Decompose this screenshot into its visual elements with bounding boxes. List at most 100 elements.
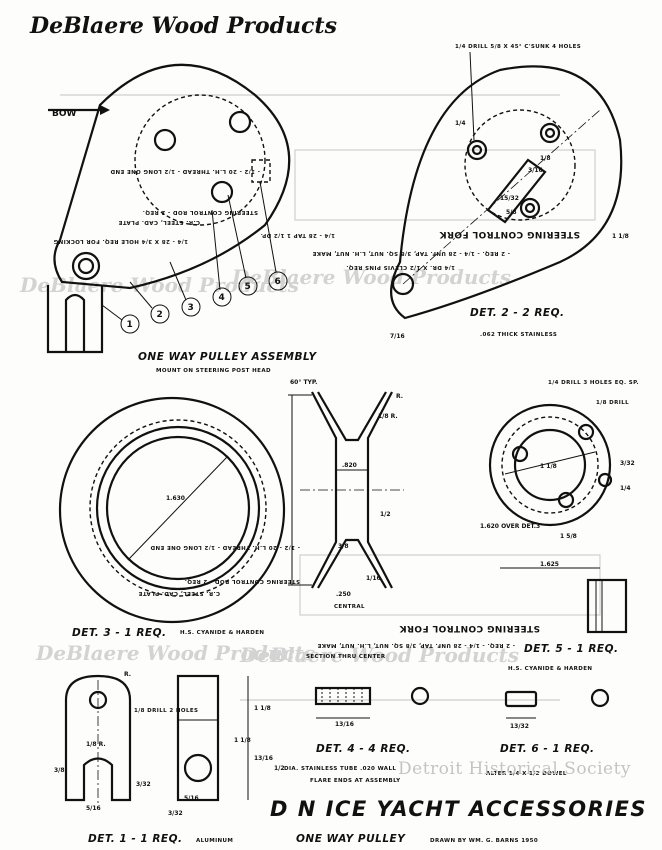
det4-note-2: FLARE ENDS AT ASSEMBLY [310, 778, 401, 784]
det5-drill2: 1/8 DRILL [596, 400, 629, 406]
det3-view: 1.630 STEERING CONTROL ROD - 2 REQ. C.R.… [58, 396, 300, 639]
main-title: D N ICE YACHT ACCESSORIES [270, 797, 647, 821]
section-label: SECTION THRU CENTER [306, 654, 386, 660]
section-overprint-2: - 2 REQ. - 1/4 - 28 UNF. TAP, 3/8 SQ. NU… [317, 642, 515, 648]
det4-dia: 1/2 [274, 765, 285, 772]
det1-dim-1316: 13/16 [254, 755, 273, 762]
det5-inner [513, 428, 587, 502]
section-bottom-v [317, 538, 387, 589]
det5-hole-1 [511, 445, 529, 463]
det6-dowel [504, 690, 538, 708]
det1-drill-note: 1/8 DRILL 2 HOLES [134, 708, 198, 714]
drawn-by: DRAWN BY WM. G. BARNS 1950 [430, 838, 538, 844]
callout-leader-1 [101, 304, 123, 321]
det2-centerline [402, 109, 601, 285]
det2-dim-6: 7/16 [390, 333, 405, 340]
det5-finish: H.S. CYANIDE & HARDEN [508, 666, 592, 672]
det6-length: 13/32 [510, 723, 529, 730]
watermark: Detroit Historical Society [398, 759, 631, 779]
section-central: CENTRAL [334, 604, 365, 610]
det1-material: ALUMINUM [196, 838, 233, 844]
det1-side-hole [183, 753, 213, 783]
det6-title: DET. 6 - 1 REQ. [500, 743, 595, 755]
assembly-overprint-2: C.R. STEEL, CAD. PLATE [118, 219, 200, 225]
assembly-hole-2 [228, 110, 252, 134]
section-angle: 60° TYP. [290, 379, 317, 386]
det4-tube-hatch [321, 688, 363, 704]
det4-tube [314, 686, 372, 706]
det4-length: 13/16 [335, 721, 354, 728]
det6-view: 13/32 DET. 6 - 1 REQ. ALTER 1/4 X 1/2 DO… [486, 688, 610, 777]
assembly-overprint-4: 1/4 - 28 X 3/4 HOLE REQ. FOR LOCKING [53, 238, 188, 244]
det1-title: DET. 1 - 1 REQ. [88, 833, 183, 845]
section-dim-38: 3/8 [338, 543, 349, 550]
assembly-pulley-dashed [134, 94, 266, 226]
det3-groove-circle [95, 425, 261, 591]
callout-1: 1 [120, 314, 140, 334]
det5-title: DET. 5 - 1 REQ. [524, 643, 619, 655]
det2-hole-1-cs [471, 144, 483, 156]
det5-hole-3 [557, 491, 575, 509]
section-dim-r8: 1/8 R. [378, 413, 398, 420]
svg-text:5: 5 [245, 282, 251, 292]
det2-title: DET. 2 - 2 REQ. [470, 307, 565, 319]
bow-label: BOW [52, 109, 77, 119]
ghost-brand-3: DeBlaere Wood Products [35, 641, 315, 665]
ghost-brand-2: DeBlaere Wood Products [231, 265, 511, 289]
assembly-overprint-3: - 1/2 - 20 L.H. THREAD - 1/2 LONG ONE EN… [110, 168, 260, 174]
det4-end-view [410, 686, 430, 706]
det1-dim-516: 5/16 [86, 805, 101, 812]
svg-text:4: 4 [219, 293, 225, 303]
det3-hidden-circle [89, 419, 267, 597]
det3-outer-circle [58, 396, 286, 624]
det3-section: 60° TYP. .820 R. 1/8 R. 1/2 3/8 1/16 .25… [288, 379, 540, 660]
svg-text:6: 6 [275, 277, 281, 287]
assembly-overprint-1: STEERING CONTROL ROD - 2 REQ. [142, 209, 258, 215]
det1-dim-332: 3/32 [168, 810, 183, 817]
det2-drill-leader [469, 51, 475, 141]
assembly-subtitle: MOUNT ON STEERING POST HEAD [156, 368, 271, 374]
assembly-hole-3 [210, 180, 234, 204]
brand-title: DeBlaere Wood Products [29, 13, 337, 39]
det3-finish: H.S. CYANIDE & HARDEN [180, 630, 264, 636]
assembly-clevis [46, 285, 104, 354]
callout-leader-5 [227, 194, 247, 279]
det2-plate-outline [390, 65, 623, 320]
det4-note-1: DIA. STAINLESS TUBE .020 WALL [284, 766, 396, 772]
det2-view: 1/4 DRILL 5/8 X 45° C'SUNK 4 HOLES 1/8 3… [260, 44, 628, 340]
assembly-plate-outline [53, 63, 291, 290]
assembly-pawl [251, 159, 271, 183]
svg-text:1: 1 [127, 320, 133, 330]
det1-dim-516b: 5/16 [184, 795, 199, 802]
det1-dim-118: 1 1/8 [254, 705, 271, 712]
det5-hole-small [597, 472, 613, 488]
det5-dim-2: 1 5/8 [560, 533, 577, 540]
section-dim-16: 1/16 [366, 575, 381, 582]
det2-dim-7: 1/4 [455, 120, 466, 127]
det1-dim-r: R. [124, 671, 131, 678]
det3-diameter: 1.630 [166, 495, 185, 502]
det2-pivot-hole [391, 272, 415, 296]
det2-overprint-pins: 1/4 DR. X 1/2 CLEVIS PINS REQ. [346, 264, 455, 270]
det3-title: DET. 3 - 1 REQ. [72, 627, 167, 639]
svg-text:2: 2 [157, 310, 163, 320]
callout-4: 4 [212, 287, 232, 307]
det2-overprint-fork: - 2 REQ. - 1/4 - 28 UNF. TAP, 3/8 SQ. NU… [312, 250, 510, 256]
det5-diameter-line [504, 451, 596, 475]
det2-dim-5: 1 1/8 [612, 233, 629, 240]
callout-leader-3 [169, 261, 187, 301]
det5-dim-1: 1 1/8 [540, 463, 557, 470]
det1-dim-332b: 3/32 [136, 781, 151, 788]
pulley-assembly-view: BOW 1 2 3 4 5 6 STEERING CONTROL ROD - 2… [46, 63, 317, 374]
det3-overprint-1: STEERING CONTROL ROD - 2 REQ. [184, 578, 300, 584]
det2-dashed-circle [464, 109, 576, 221]
det1-dim-r8: 1/8 R. [86, 741, 106, 748]
section-top-v [317, 391, 387, 442]
det2-hole-3 [519, 197, 541, 219]
det1-dim-118b: 1 1/8 [234, 737, 251, 744]
det2-dim-4: 15/32 [500, 195, 519, 202]
det3-diameter-line [127, 455, 229, 561]
callout-6: 6 [268, 271, 288, 291]
